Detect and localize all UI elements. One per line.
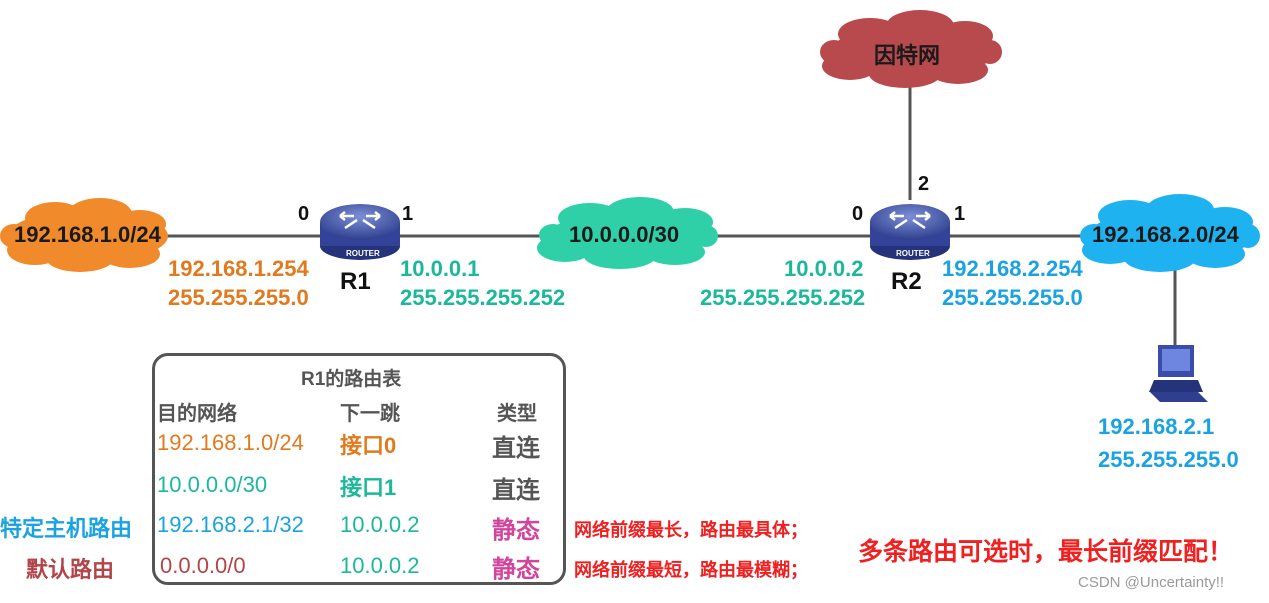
host-route-label: 特定主机路由: [0, 516, 133, 541]
router-r2-badge: ROUTER: [896, 249, 930, 258]
host-ip: 192.168.2.1: [1098, 414, 1215, 439]
header-next-hop: 下一跳: [340, 403, 400, 425]
row0-next: 接口0: [340, 433, 397, 458]
r2-if1-mask: 255.255.255.0: [942, 285, 1083, 310]
r2-if0-mask: 255.255.255.252: [700, 285, 866, 310]
cloud-wan: [537, 197, 718, 269]
note-longest-prefix: 网络前缀最长，路由最具体；: [574, 520, 808, 540]
row1-type: 直连: [492, 477, 540, 504]
routing-table-title: R1的路由表: [301, 369, 402, 390]
row2-type: 静态: [492, 517, 540, 544]
r1-if0-mask: 255.255.255.0: [168, 285, 309, 310]
cloud-internet-label: 因特网: [874, 43, 941, 68]
r1-if0-ip: 192.168.1.254: [168, 256, 309, 281]
note-longest-match-rule: 多条路由可选时，最长前缀匹配！: [858, 538, 1234, 566]
r1-port-0: 0: [298, 203, 310, 225]
row1-dest: 10.0.0.0/30: [157, 472, 268, 497]
row3-next: 10.0.0.2: [340, 553, 420, 578]
row2-next: 10.0.0.2: [340, 512, 420, 537]
r2-port-2: 2: [918, 173, 930, 195]
r2-port-1: 1: [954, 203, 966, 225]
r2-if1-ip: 192.168.2.254: [942, 256, 1083, 281]
row3-type: 静态: [492, 556, 540, 583]
cloud-wan-label: 10.0.0.0/30: [569, 222, 680, 247]
watermark: CSDN @Uncertainty!!: [1078, 574, 1225, 591]
row3-dest: 0.0.0.0/0: [160, 553, 246, 578]
r1-if1-mask: 255.255.255.252: [400, 285, 566, 310]
r1-port-1: 1: [402, 203, 414, 225]
cloud-lan1: [0, 198, 168, 272]
host-computer-icon[interactable]: [1149, 345, 1208, 402]
r2-if0-ip: 10.0.0.2: [784, 256, 864, 281]
row0-dest: 192.168.1.0/24: [157, 430, 304, 455]
host-mask: 255.255.255.0: [1098, 447, 1239, 472]
router-r2-name: R2: [891, 268, 922, 295]
note-shortest-prefix: 网络前缀最短，路由最模糊；: [574, 560, 808, 580]
header-type: 类型: [497, 403, 537, 425]
routing-table-box: [152, 353, 566, 585]
cloud-lan2-label: 192.168.2.0/24: [1092, 222, 1239, 247]
r1-if1-ip: 10.0.0.1: [400, 256, 480, 281]
router-r1-badge: ROUTER: [346, 249, 380, 258]
r2-port-0: 0: [852, 203, 864, 225]
cloud-internet: [820, 10, 1002, 88]
cloud-lan1-label: 192.168.1.0/24: [14, 222, 161, 247]
header-dest: 目的网络: [157, 403, 237, 425]
router-r1-icon[interactable]: [320, 204, 400, 260]
row2-dest: 192.168.2.1/32: [157, 512, 304, 537]
router-r1-name: R1: [340, 268, 371, 295]
row1-next: 接口1: [340, 475, 397, 500]
cloud-lan2: [1080, 194, 1260, 272]
row0-type: 直连: [492, 435, 540, 462]
router-r2-icon[interactable]: [870, 204, 950, 260]
default-route-label: 默认路由: [26, 557, 115, 582]
